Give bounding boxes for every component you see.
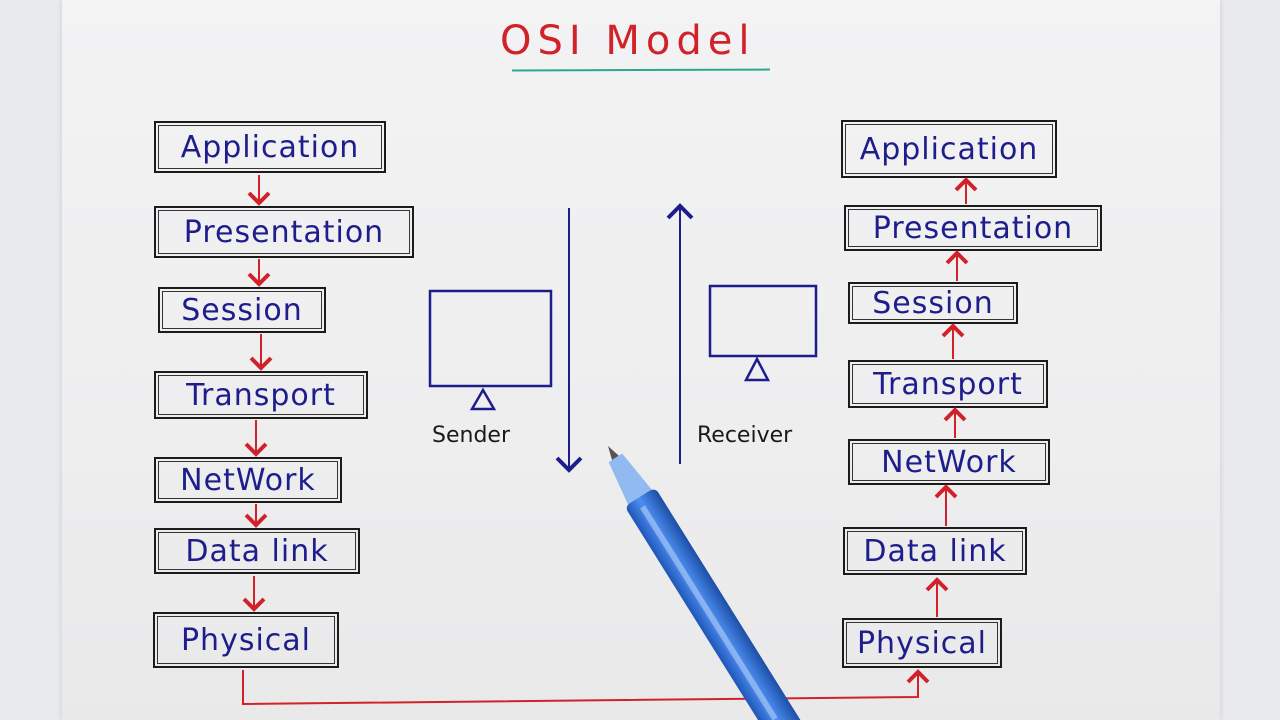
physical-link-line xyxy=(242,669,930,706)
receiver-label: Receiver xyxy=(697,423,793,448)
receiver-layer-network: NetWork xyxy=(848,439,1050,485)
sender-down-arrows xyxy=(242,175,273,612)
sender-layer-data-link: Data link xyxy=(154,528,360,574)
receiver-up-arrows xyxy=(925,177,978,617)
pen-image xyxy=(608,446,802,720)
diagram-title: OSI Model xyxy=(500,18,756,64)
receiver-monitor xyxy=(708,284,818,358)
receiver-layer-transport: Transport xyxy=(848,360,1048,408)
sender-layer-network: NetWork xyxy=(154,457,342,503)
sender-layer-presentation: Presentation xyxy=(154,206,414,258)
receiver-monitor-stand xyxy=(743,356,771,382)
receiver-layer-presentation: Presentation xyxy=(844,205,1102,251)
sender-label: Sender xyxy=(432,423,510,448)
sender-layer-physical: Physical xyxy=(153,612,339,668)
receiver-computer-icon xyxy=(708,284,818,382)
receiver-layer-session: Session xyxy=(848,282,1018,324)
receiver-layer-physical: Physical xyxy=(842,618,1002,668)
sender-monitor xyxy=(428,289,553,388)
receiver-layer-application: Application xyxy=(841,120,1057,178)
sender-layer-application: Application xyxy=(154,121,386,173)
sender-layer-transport: Transport xyxy=(154,371,368,419)
sender-layer-session: Session xyxy=(158,287,326,333)
sender-monitor-stand xyxy=(469,387,497,411)
receiver-layer-data-link: Data link xyxy=(843,527,1027,575)
sender-computer-icon xyxy=(428,289,553,411)
